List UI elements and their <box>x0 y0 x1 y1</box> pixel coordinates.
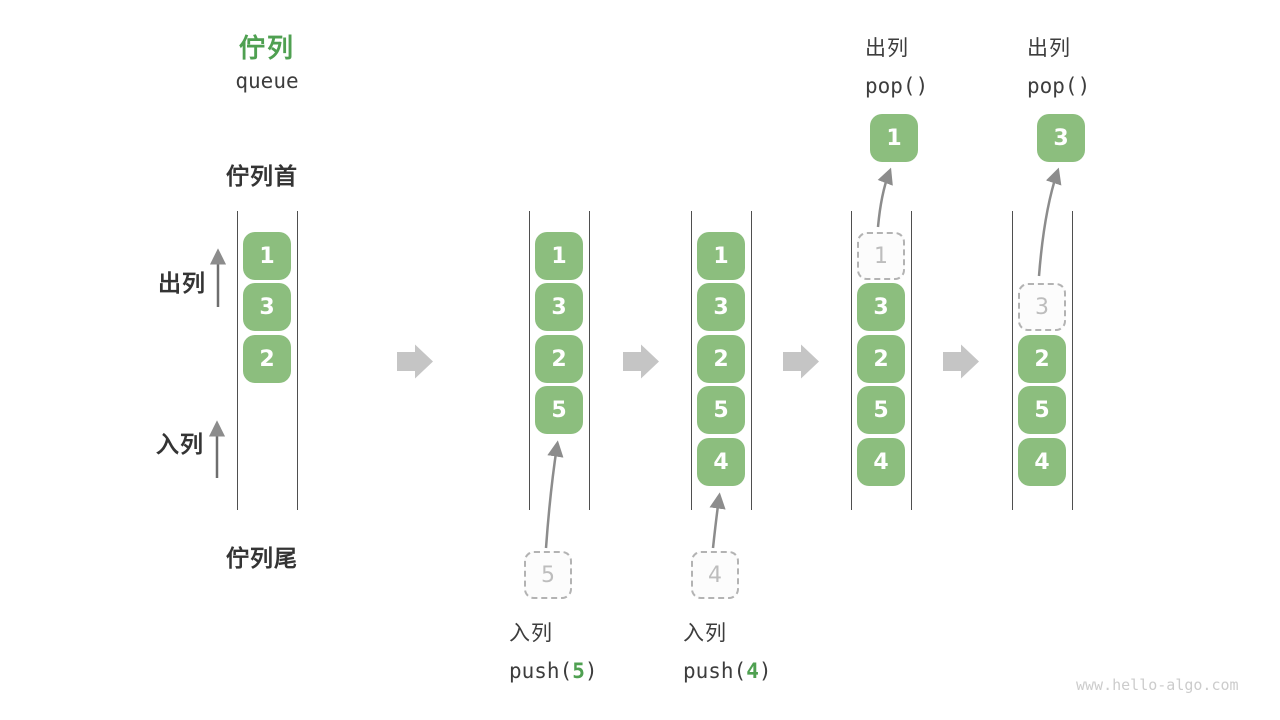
queue-cell: 5 <box>1018 386 1066 434</box>
pop-operation-label: 出列 pop() <box>1027 32 1090 98</box>
ghost-cell: 3 <box>1018 283 1066 331</box>
queue-cell: 3 <box>857 283 905 331</box>
queue-column-1: 1 3 2 <box>237 211 298 510</box>
push-op-label: 入列 <box>683 622 727 645</box>
queue-cell: 1 <box>697 232 745 280</box>
queue-column-2: 1 3 2 5 <box>529 211 590 510</box>
pop-op-code: pop() <box>865 74 929 98</box>
queue-cell: 1 <box>535 232 583 280</box>
queue-cell: 5 <box>857 386 905 434</box>
watermark: www.hello-algo.com <box>1076 676 1239 694</box>
curved-arrow-icon <box>544 167 1062 549</box>
dequeue-label: 出列 <box>158 270 206 296</box>
queue-cell: 2 <box>535 335 583 383</box>
queue-cell: 4 <box>1018 438 1066 486</box>
pop-value-box: 3 <box>1037 114 1085 162</box>
queue-column-5: 3 2 5 4 <box>1012 211 1073 510</box>
pop-value-box: 1 <box>870 114 918 162</box>
pop-op-code: pop() <box>1027 74 1091 98</box>
queue-column-4: 1 3 2 5 4 <box>851 211 912 510</box>
pop-op-label: 出列 <box>1027 37 1071 60</box>
queue-title-en: queue <box>235 69 299 93</box>
queue-cell: 2 <box>243 335 291 383</box>
up-arrow-icon <box>208 248 227 478</box>
push-value-box: 4 <box>691 551 739 599</box>
push-operation-label: 入列 push(4) <box>683 617 772 683</box>
queue-cell: 3 <box>243 283 291 331</box>
queue-cell: 3 <box>697 283 745 331</box>
push-operation-label: 入列 push(5) <box>509 617 598 683</box>
pop-operation-label: 出列 pop() <box>865 32 928 98</box>
push-op-code: push(4) <box>683 659 772 683</box>
queue-cell: 2 <box>697 335 745 383</box>
queue-rear-label: 佇列尾 <box>226 545 298 571</box>
queue-cell: 4 <box>857 438 905 486</box>
queue-cell: 1 <box>243 232 291 280</box>
queue-front-label: 佇列首 <box>226 163 298 189</box>
ghost-cell: 1 <box>857 232 905 280</box>
queue-cell: 3 <box>535 283 583 331</box>
queue-title-zh: 佇列 <box>238 33 295 63</box>
queue-cell: 2 <box>1018 335 1066 383</box>
enqueue-label: 入列 <box>156 431 204 457</box>
push-op-label: 入列 <box>509 622 553 645</box>
push-op-code: push(5) <box>509 659 598 683</box>
queue-cell: 4 <box>697 438 745 486</box>
queue-column-3: 1 3 2 5 4 <box>691 211 752 510</box>
queue-cell: 5 <box>697 386 745 434</box>
push-value-box: 5 <box>524 551 572 599</box>
pop-op-label: 出列 <box>865 37 909 60</box>
queue-cell: 5 <box>535 386 583 434</box>
queue-cell: 2 <box>857 335 905 383</box>
